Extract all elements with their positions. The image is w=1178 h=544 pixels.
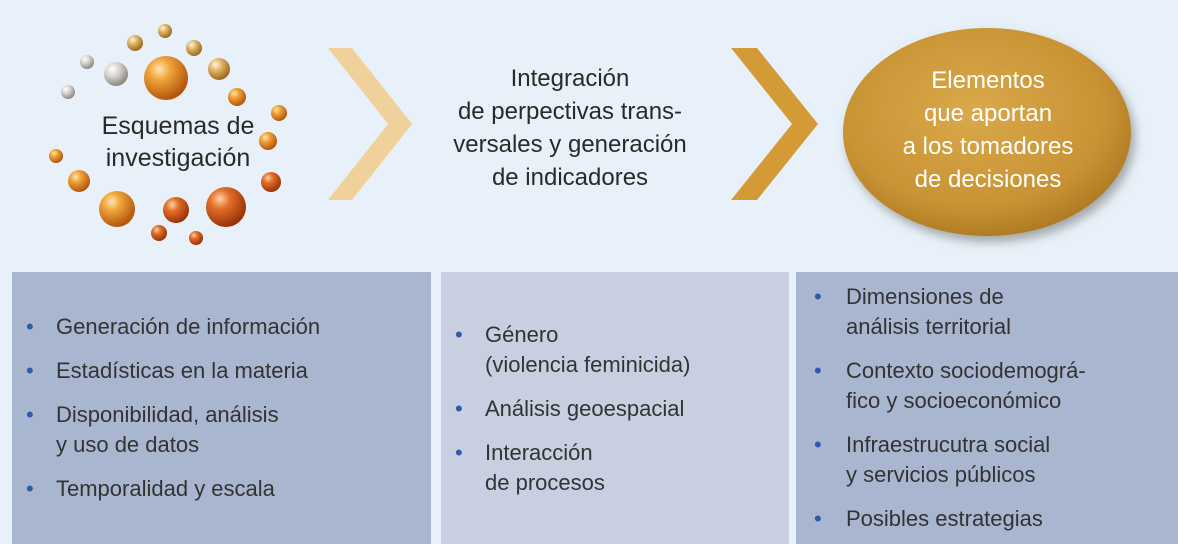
list-item-text: Contexto sociodemográ- fico y socioeconó… [846, 358, 1086, 413]
bullet-icon: • [814, 506, 822, 531]
list-item: • Disponibilidad, análisis y uso de datos [12, 400, 431, 460]
panel-decision-elements: • Dimensiones de análisis territorial • Co… [796, 272, 1178, 544]
ball-icon [144, 56, 188, 100]
bullet-icon: • [455, 440, 463, 465]
bullet-icon: • [814, 358, 822, 383]
ball-icon [261, 172, 281, 192]
decision-ellipse [843, 28, 1131, 236]
list-item-text: Estadísticas en la materia [56, 358, 308, 383]
list-item: • Infraestrucutra social y servicios públ… [796, 430, 1178, 490]
list-item: • Temporalidad y escala [12, 474, 431, 504]
ball-icon [189, 231, 203, 245]
chevron-arrow-1 [328, 48, 412, 200]
list-item: • Estadísticas en la materia [12, 356, 431, 386]
ball-icon [61, 85, 75, 99]
ball-icon [151, 225, 167, 241]
list-item: • Contexto sociodemográ- fico y socioecon… [796, 356, 1178, 416]
list-item: • Generación de información [12, 312, 431, 342]
bullet-icon: • [26, 476, 34, 501]
bullet-list: • Género (violencia feminicida) • Análisis… [441, 272, 789, 498]
ball-icon [127, 35, 143, 51]
list-item-text: Análisis geoespacial [485, 396, 685, 421]
ball-icon [259, 132, 277, 150]
ball-icon [68, 170, 90, 192]
ball-icon [163, 197, 189, 223]
bullet-icon: • [814, 284, 822, 309]
list-item: • Interacción de procesos [441, 438, 789, 498]
bullet-list: • Generación de información • Estadísticas… [12, 272, 431, 504]
step-3-label: Elementos que aportan a los tomadores de… [902, 67, 1074, 193]
bullet-icon: • [26, 358, 34, 383]
ball-icon [99, 191, 135, 227]
bullet-icon: • [26, 402, 34, 427]
chevron-arrow-2 [731, 48, 818, 200]
ball-icon [208, 58, 230, 80]
list-item: • Género (violencia feminicida) [441, 320, 789, 380]
bullet-icon: • [455, 396, 463, 421]
list-item-text: Posibles estrategias [846, 506, 1043, 531]
list-item-text: Interacción de procesos [485, 440, 605, 495]
panel-transversal-perspectives: • Género (violencia feminicida) • Análisis… [441, 272, 789, 544]
list-item-text: Dimensiones de análisis territorial [846, 284, 1012, 339]
ball-icon [228, 88, 246, 106]
list-item: • Dimensiones de análisis territorial [796, 282, 1178, 342]
step-1-label: Esquemas de investigación [101, 112, 255, 172]
bullet-icon: • [26, 314, 34, 339]
list-item-text: Infraestrucutra social y servicios públi… [846, 432, 1051, 487]
bullet-list: • Dimensiones de análisis territorial • Co… [796, 272, 1178, 534]
ball-icon [186, 40, 202, 56]
step-2-label: Integración de perpectivas trans- versal… [453, 65, 687, 191]
bullet-icon: • [455, 322, 463, 347]
list-item: • Posibles estrategias [796, 504, 1178, 534]
list-item-text: Generación de información [56, 314, 321, 339]
ball-icon [206, 187, 246, 227]
list-item: • Análisis geoespacial [441, 394, 789, 424]
list-item-text: Disponibilidad, análisis y uso de datos [56, 402, 279, 457]
list-item-text: Temporalidad y escala [56, 476, 275, 501]
panel-research-schemes: • Generación de información • Estadísticas… [12, 272, 431, 544]
list-item-text: Género (violencia feminicida) [485, 322, 691, 377]
ball-ring [49, 24, 287, 245]
ball-icon [271, 105, 287, 121]
ball-icon [49, 149, 63, 163]
bullet-icon: • [814, 432, 822, 457]
ball-icon [80, 55, 94, 69]
ball-icon [158, 24, 172, 38]
ball-icon [104, 62, 128, 86]
diagram-graphics [49, 24, 1131, 245]
